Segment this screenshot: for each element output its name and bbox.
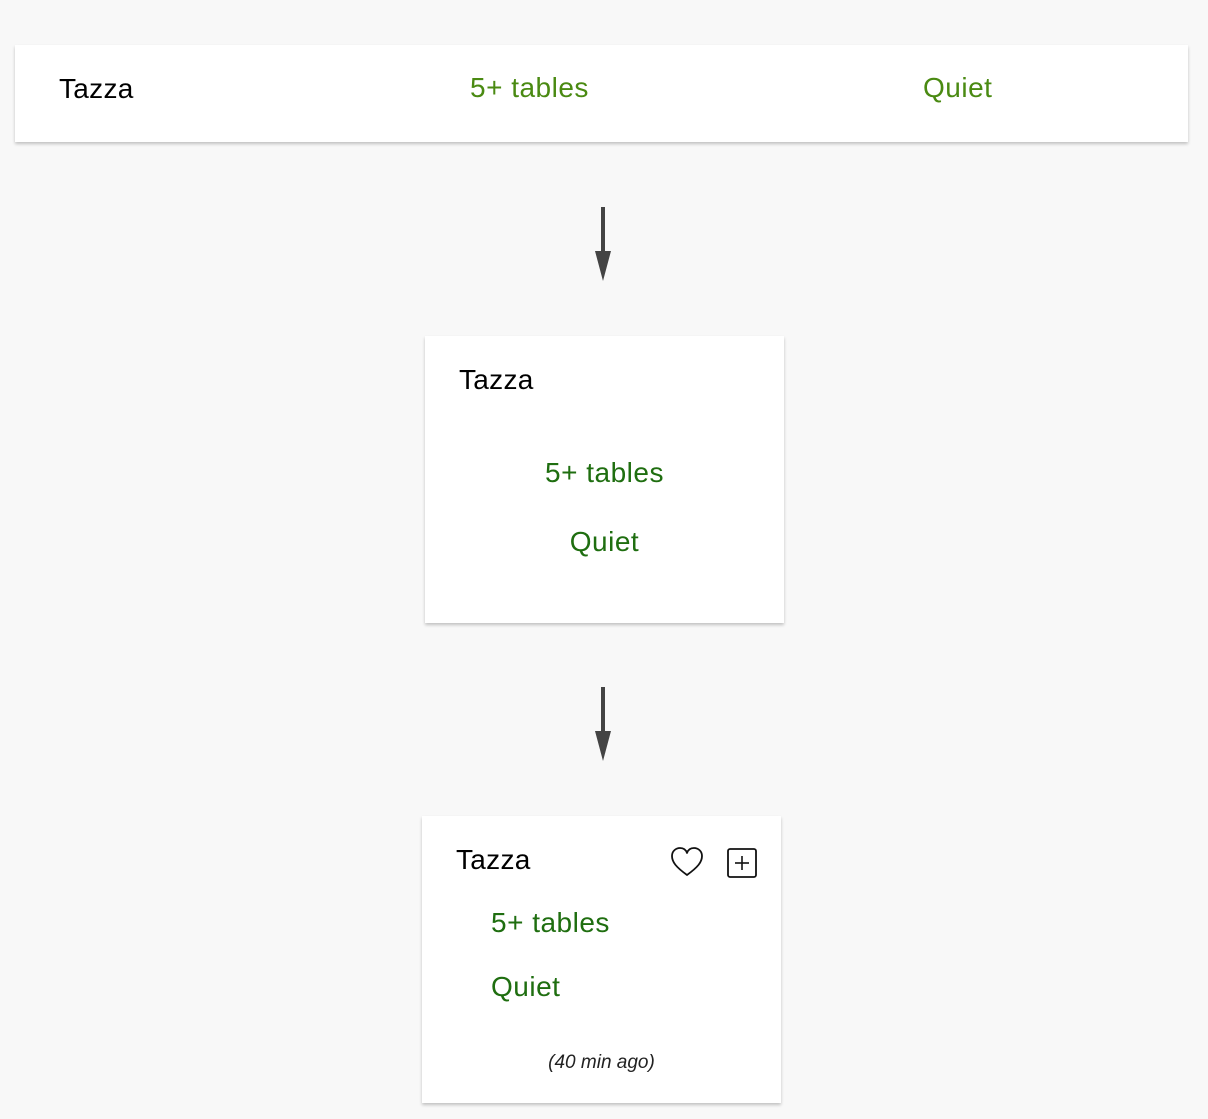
cafe-name: Tazza — [459, 364, 534, 395]
row-card: Tazza 5+ tables Quiet — [15, 45, 1188, 142]
cafe-name: Tazza — [59, 73, 134, 104]
tables-tag: 5+ tables — [545, 457, 664, 488]
detail-card: Tazza 5+ tables Quiet (40 min ago) — [422, 816, 781, 1103]
last-updated-timestamp: (40 min ago) — [548, 1052, 655, 1073]
down-arrow-icon — [595, 207, 611, 281]
plus-square-icon[interactable] — [726, 847, 758, 879]
heart-icon[interactable] — [670, 846, 704, 878]
tables-tag: 5+ tables — [470, 72, 589, 103]
noise-tag: Quiet — [923, 72, 993, 103]
tables-tag: 5+ tables — [491, 907, 610, 938]
cafe-name: Tazza — [456, 844, 531, 875]
down-arrow-icon — [595, 687, 611, 761]
noise-tag: Quiet — [491, 971, 561, 1002]
noise-tag: Quiet — [569, 526, 640, 557]
stacked-card: Tazza 5+ tables Quiet — [425, 336, 784, 623]
